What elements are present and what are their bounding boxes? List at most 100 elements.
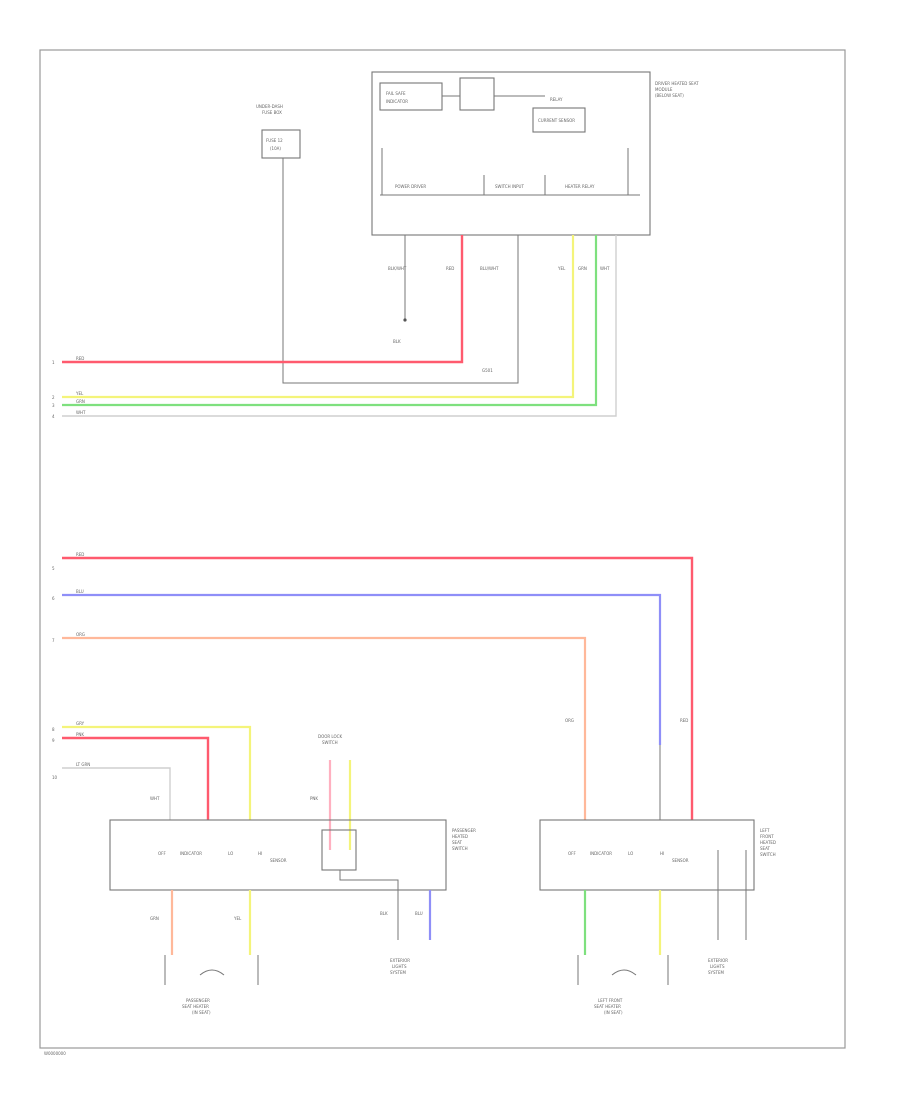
svg-text:LT GRN: LT GRN bbox=[76, 762, 90, 767]
passenger-switch-box bbox=[109, 819, 447, 891]
heated-seat-module-label: DRIVER HEATED SEAT MODULE (BELOW SEAT) bbox=[655, 81, 699, 98]
svg-text:WHT: WHT bbox=[150, 796, 160, 801]
current-sensor-box bbox=[532, 107, 586, 133]
svg-text:1: 1 bbox=[52, 360, 55, 365]
svg-text:RED: RED bbox=[76, 552, 84, 557]
svg-text:INDICATOR: INDICATOR bbox=[180, 851, 202, 856]
svg-text:DOOR LOCK: DOOR LOCK bbox=[318, 734, 342, 739]
svg-text:HI: HI bbox=[660, 851, 664, 856]
svg-text:PASSENGER: PASSENGER bbox=[452, 828, 476, 833]
top-yellow-wire bbox=[62, 235, 575, 399]
bottom-wire-codes: GRN YEL BLU RED PNK BLK WHT ORG bbox=[150, 718, 688, 921]
fail-safe-label: FAIL SAFE bbox=[386, 91, 406, 96]
svg-text:(10A): (10A) bbox=[270, 146, 281, 151]
heater-relay-label: HEATER RELAY bbox=[565, 184, 595, 189]
svg-text:LO: LO bbox=[628, 851, 633, 856]
indicator-label: INDICATOR bbox=[386, 99, 408, 104]
svg-text:YEL: YEL bbox=[75, 391, 84, 396]
fuse-box-label: UNDER-DASH FUSE BOX FUSE 12 (10A) bbox=[256, 104, 283, 151]
svg-text:SWITCH: SWITCH bbox=[452, 846, 468, 851]
current-sensor-label: CURRENT SENSOR bbox=[538, 118, 575, 123]
svg-text:OFF: OFF bbox=[568, 851, 576, 856]
heated-seat-module-box bbox=[371, 71, 651, 236]
svg-text:FUSE BOX: FUSE BOX bbox=[262, 110, 282, 115]
svg-text:MODULE: MODULE bbox=[655, 87, 673, 92]
svg-text:BLU: BLU bbox=[76, 589, 84, 594]
top-red-wire bbox=[62, 235, 464, 364]
driver-switch-box bbox=[539, 819, 755, 891]
passenger-red-wire bbox=[62, 736, 210, 820]
svg-text:LEFT FRONT: LEFT FRONT bbox=[598, 998, 623, 1003]
svg-text:LIGHTS: LIGHTS bbox=[710, 964, 725, 969]
svg-text:HEATED: HEATED bbox=[452, 834, 468, 839]
top-left-wire-labels: RED YEL GRN WHT 1 2 3 4 bbox=[52, 356, 86, 419]
diagram-frame bbox=[39, 49, 846, 1049]
svg-text:GRN: GRN bbox=[76, 399, 85, 404]
fuse-feed-wire bbox=[282, 158, 519, 384]
svg-text:5: 5 bbox=[52, 566, 55, 571]
svg-text:HEATED: HEATED bbox=[760, 840, 776, 845]
fuse-box bbox=[261, 129, 301, 159]
svg-text:(BELOW SEAT): (BELOW SEAT) bbox=[655, 93, 684, 98]
relay-box bbox=[459, 77, 495, 111]
passenger-element-label: EXTERIOR LIGHTS SYSTEM bbox=[390, 958, 410, 975]
svg-text:PNK: PNK bbox=[310, 796, 318, 801]
svg-text:2: 2 bbox=[52, 395, 55, 400]
passenger-switch-label: PASSENGER HEATED SEAT SWITCH bbox=[452, 828, 476, 851]
svg-text:SYSTEM: SYSTEM bbox=[708, 970, 724, 975]
svg-text:RED: RED bbox=[446, 266, 454, 271]
svg-text:SEAT: SEAT bbox=[452, 840, 462, 845]
switch-input-label: SWITCH INPUT bbox=[495, 184, 524, 189]
svg-text:DRIVER HEATED SEAT: DRIVER HEATED SEAT bbox=[655, 81, 699, 86]
svg-text:EXTERIOR: EXTERIOR bbox=[708, 958, 728, 963]
svg-text:9: 9 bbox=[52, 738, 55, 743]
svg-text:ORG: ORG bbox=[76, 632, 85, 637]
svg-text:3: 3 bbox=[52, 403, 55, 408]
bottom-red-wire bbox=[62, 556, 694, 820]
svg-text:SEAT: SEAT bbox=[760, 846, 770, 851]
svg-text:G501: G501 bbox=[482, 368, 493, 373]
footer-code: W0000000 bbox=[44, 1051, 66, 1056]
driver-switch-inner: OFF HI LO INDICATOR SENSOR bbox=[568, 851, 689, 863]
svg-text:6: 6 bbox=[52, 596, 55, 601]
relay-label: RELAY bbox=[550, 97, 563, 102]
top-white-wire bbox=[62, 235, 617, 417]
driver-switch-label: LEFT FRONT HEATED SEAT SWITCH bbox=[760, 828, 776, 857]
svg-text:PNK: PNK bbox=[76, 732, 84, 737]
svg-text:SENSOR: SENSOR bbox=[672, 858, 689, 863]
svg-text:FUSE 12: FUSE 12 bbox=[266, 138, 283, 143]
svg-text:BLU: BLU bbox=[415, 911, 423, 916]
passenger-yellow-wire bbox=[62, 725, 252, 820]
svg-text:PASSENGER: PASSENGER bbox=[186, 998, 210, 1003]
svg-text:ORG: ORG bbox=[565, 718, 574, 723]
svg-text:SENSOR: SENSOR bbox=[270, 858, 287, 863]
svg-text:INDICATOR: INDICATOR bbox=[590, 851, 612, 856]
svg-text:LEFT: LEFT bbox=[760, 828, 770, 833]
svg-text:FRONT: FRONT bbox=[760, 834, 774, 839]
driver-seat-heater-label: LEFT FRONT SEAT HEATER (IN SEAT) bbox=[594, 998, 623, 1015]
svg-text:WHT: WHT bbox=[600, 266, 610, 271]
ground-point bbox=[403, 318, 407, 322]
bottom-orange-wire bbox=[62, 636, 587, 820]
passenger-switch-inner: OFF HI LO INDICATOR SENSOR bbox=[158, 851, 287, 863]
svg-text:RED: RED bbox=[76, 356, 84, 361]
svg-text:LO: LO bbox=[228, 851, 233, 856]
svg-text:BLK/WHT: BLK/WHT bbox=[388, 266, 407, 271]
driver-heater-element bbox=[577, 955, 669, 985]
svg-text:OFF: OFF bbox=[158, 851, 166, 856]
svg-text:SYSTEM: SYSTEM bbox=[390, 970, 406, 975]
passenger-seat-heater-label: PASSENGER SEAT HEATER (IN SEAT) bbox=[182, 998, 211, 1015]
svg-text:SWITCH: SWITCH bbox=[760, 852, 776, 857]
svg-text:(IN SEAT): (IN SEAT) bbox=[604, 1010, 623, 1015]
door-lock-label: DOOR LOCK SWITCH bbox=[318, 734, 342, 745]
passenger-white-wire bbox=[62, 767, 171, 820]
svg-text:EXTERIOR: EXTERIOR bbox=[390, 958, 410, 963]
driver-element-label: EXTERIOR LIGHTS SYSTEM bbox=[708, 958, 728, 975]
svg-text:BLK: BLK bbox=[380, 911, 388, 916]
svg-text:GRY: GRY bbox=[76, 721, 85, 726]
fail-safe-box bbox=[379, 82, 443, 111]
svg-text:8: 8 bbox=[52, 727, 55, 732]
passenger-relay-box bbox=[321, 829, 357, 871]
